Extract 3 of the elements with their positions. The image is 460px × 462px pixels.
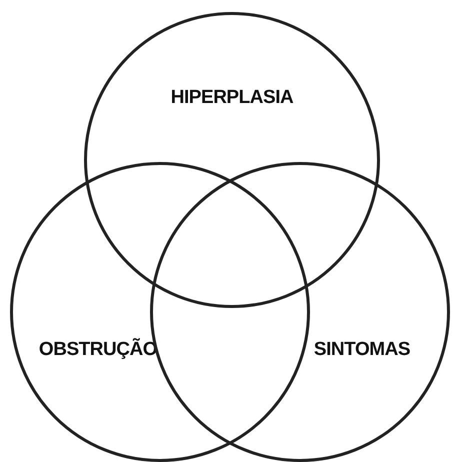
circle-label: OBSTRUÇÃO bbox=[38, 337, 158, 362]
circle-label: HIPERPLASIA bbox=[170, 86, 294, 110]
circle-label: SINTOMAS bbox=[314, 338, 410, 362]
